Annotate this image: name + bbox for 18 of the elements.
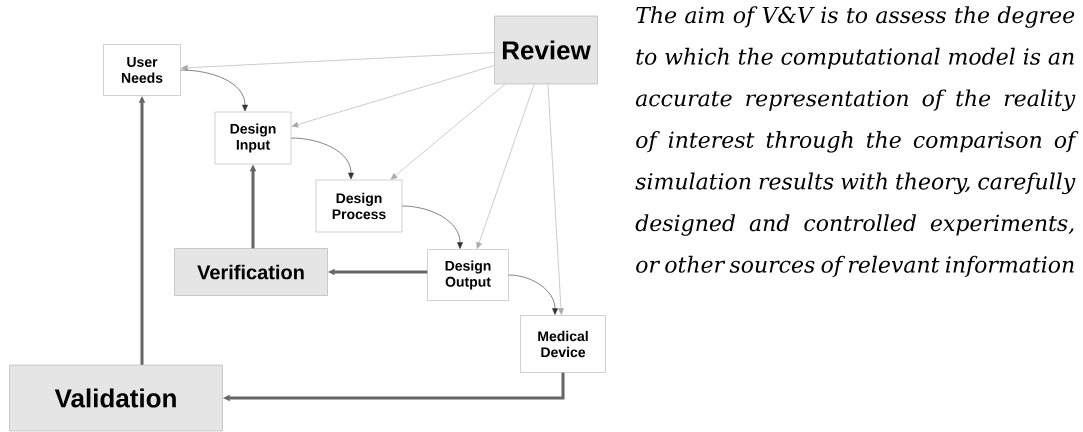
process-box: Medical Device [520, 315, 606, 373]
arrow [508, 274, 558, 315]
process-box: Design Process [315, 179, 403, 233]
arrow [180, 69, 248, 112]
paragraph-text: The aim of V&V is to assess the degree to which the computational model is an accurate representation of the reality of interest through the comparison of simulation results with theory, carefully designed and controlled experiments, or other sources of relevant information [635, 6, 1079, 278]
process-box: Design Input [214, 111, 292, 165]
arrow [547, 83, 564, 315]
arrow [181, 52, 495, 71]
review-box: Review [494, 15, 598, 85]
arrow [291, 65, 495, 128]
arrow [476, 83, 535, 249]
process-box: Design Output [427, 249, 509, 301]
validation-box: Validation [9, 364, 223, 432]
arrow [401, 205, 463, 249]
arrow [290, 137, 354, 180]
arrow [390, 83, 506, 180]
verification-box: Verification [174, 248, 328, 296]
process-box: User Needs [103, 44, 181, 96]
